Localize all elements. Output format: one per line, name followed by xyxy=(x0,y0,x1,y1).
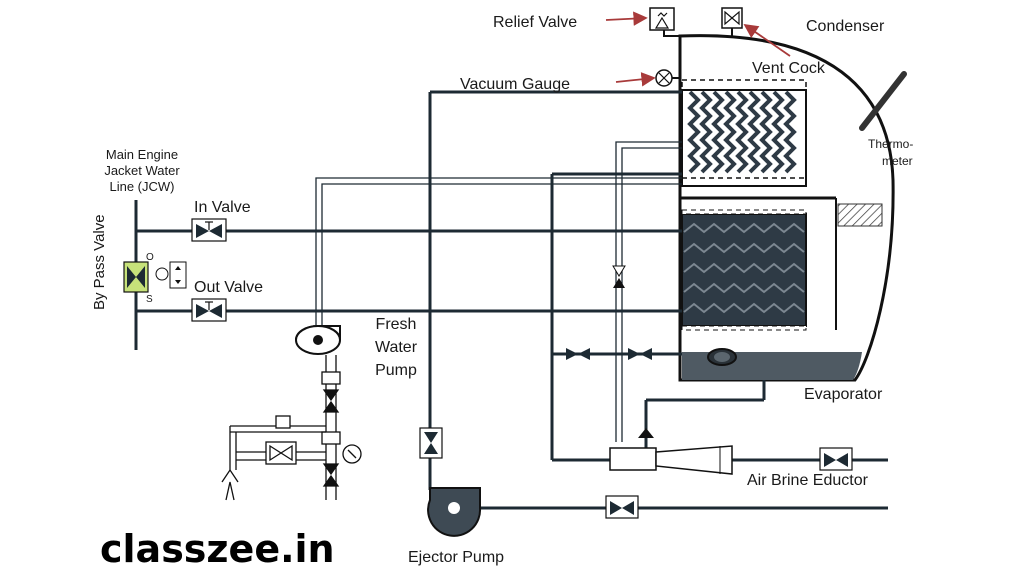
vacuum-gauge-label: Vacuum Gauge xyxy=(460,76,570,93)
thermometer-label-1: Thermo- xyxy=(868,137,913,151)
out-valve xyxy=(191,298,227,322)
bypass-valve xyxy=(123,261,187,293)
condenser-label: Condenser xyxy=(806,18,885,35)
pointer-arrows xyxy=(605,11,791,87)
relief-valve xyxy=(649,7,680,37)
main-engine-label-2: Jacket Water xyxy=(104,163,180,178)
vent-cock xyxy=(721,7,743,38)
evaporator-coil xyxy=(681,209,807,331)
in-valve-label: In Valve xyxy=(194,199,251,216)
brand-logo-text: classzee.in xyxy=(100,527,335,571)
piping xyxy=(134,90,888,510)
dosing-valves xyxy=(566,348,652,360)
thermometer-pocket xyxy=(837,203,883,227)
fresh-water-pump-label-3: Pump xyxy=(375,362,417,379)
fw-discharge-fittings xyxy=(221,355,362,501)
evaporator-label: Evaporator xyxy=(804,386,883,403)
relief-valve-label: Relief Valve xyxy=(493,14,577,31)
overboard-valve xyxy=(819,447,853,471)
by-pass-valve-label: By Pass Valve xyxy=(91,214,108,310)
fresh-water-pump-label-1: Fresh xyxy=(376,316,417,333)
sight-glass xyxy=(707,348,737,366)
ejector-discharge-valve xyxy=(605,495,639,519)
in-valve xyxy=(191,218,227,242)
ejector-pump-label: Ejector Pump xyxy=(408,549,504,566)
fresh-water-line xyxy=(315,141,682,442)
fresh-water-pump xyxy=(295,325,341,355)
main-engine-label-3: Line (JCW) xyxy=(109,179,174,194)
thermometer-label-2: meter xyxy=(882,154,913,168)
thermometer xyxy=(859,71,907,131)
condenser-coil xyxy=(681,79,807,187)
fresh-water-pump-label-2: Water xyxy=(375,339,418,356)
main-engine-label-1: Main Engine xyxy=(106,147,178,162)
air-brine-eductor xyxy=(609,428,733,475)
air-brine-eductor-label: Air Brine Eductor xyxy=(747,472,869,489)
vent-cock-label: Vent Cock xyxy=(752,60,826,77)
check-valve-fresh xyxy=(612,265,626,288)
ejector-suction-valve xyxy=(419,427,443,459)
bypass-open-mark: O xyxy=(146,252,154,263)
out-valve-label: Out Valve xyxy=(194,279,263,296)
bypass-shut-mark: S xyxy=(146,294,153,305)
ejector-pump xyxy=(427,487,482,537)
vacuum-gauge xyxy=(655,69,680,87)
